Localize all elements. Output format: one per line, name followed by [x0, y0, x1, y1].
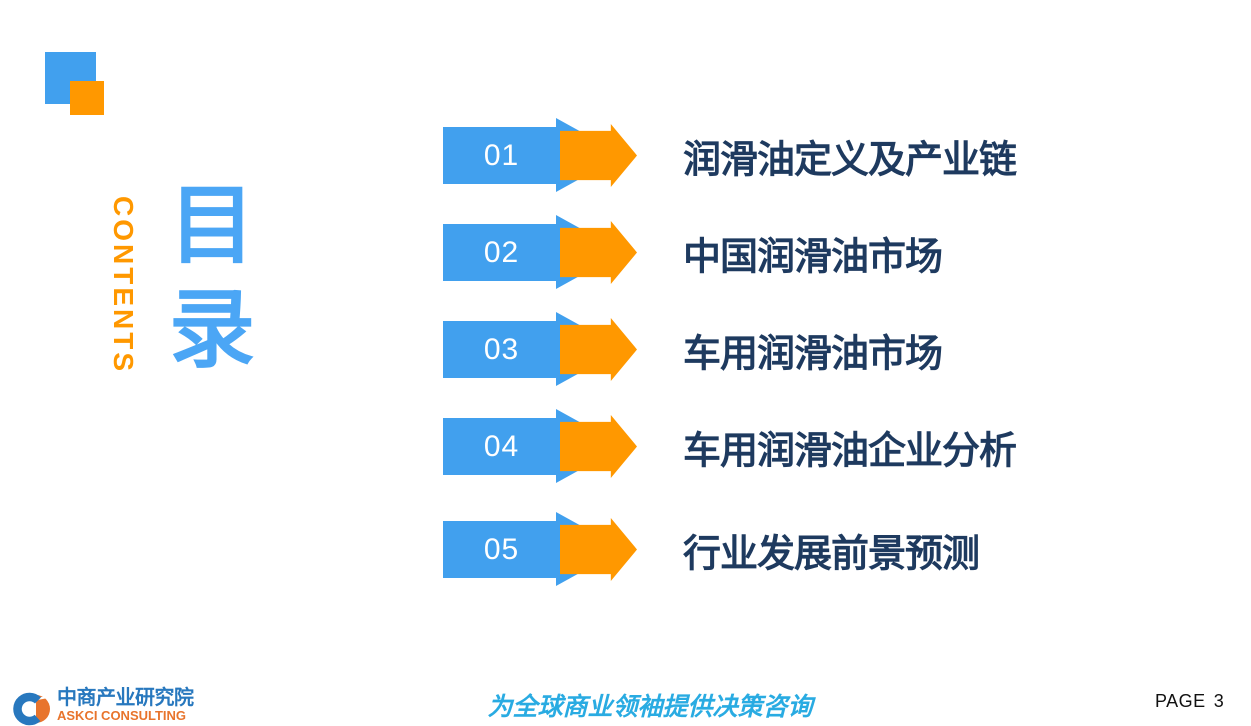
toc-item-number: 04 — [483, 429, 520, 463]
toc-item-4: 04 车用润滑油企业分析 — [443, 409, 1103, 483]
toc-item-number-box: 04 — [443, 418, 560, 475]
arrow-right-icon — [560, 318, 637, 381]
logo-name-cn: 中商产业研究院 — [57, 687, 194, 709]
footer-slogan: 为全球商业领袖提供决策咨询 — [487, 692, 813, 721]
toc-title-char-1: 目 — [169, 178, 255, 274]
toc-item-title: 中国润滑油市场 — [683, 236, 943, 278]
toc-title-char-2: 录 — [169, 282, 255, 378]
logo-mark-icon — [13, 692, 50, 726]
toc-item-number: 05 — [483, 532, 520, 566]
toc-item-title: 润滑油定义及产业链 — [683, 139, 1017, 181]
logo-name-en: ASKCI CONSULTING — [57, 708, 187, 723]
page-indicator: PAGE 3 — [1155, 691, 1224, 712]
toc-item-title: 车用润滑油企业分析 — [683, 430, 1017, 472]
arrow-right-icon — [560, 415, 637, 478]
toc-item-number-box: 01 — [443, 127, 560, 184]
page-label: PAGE — [1155, 691, 1206, 711]
logo-text: 中商产业研究院 ASKCI CONSULTING — [57, 688, 194, 723]
toc-item-number: 02 — [483, 235, 520, 269]
decor-square-orange-icon — [70, 81, 104, 115]
toc-item-2: 02 中国润滑油市场 — [443, 215, 1103, 289]
toc-item-3: 03 车用润滑油市场 — [443, 312, 1103, 386]
toc-item-5: 05 行业发展前景预测 — [443, 512, 1103, 586]
toc-item-number: 03 — [483, 332, 520, 366]
toc-item-1: 01 润滑油定义及产业链 — [443, 118, 1103, 192]
toc-item-number: 01 — [483, 138, 520, 172]
toc-item-number-box: 05 — [443, 521, 560, 578]
toc-title-cn: 目 录 — [164, 174, 260, 382]
page-number: 3 — [1213, 691, 1225, 711]
arrow-right-icon — [560, 221, 637, 284]
toc-item-title: 行业发展前景预测 — [683, 533, 980, 575]
toc-item-title: 车用润滑油市场 — [683, 333, 943, 375]
contents-vertical-label: CONTENTS — [108, 196, 139, 374]
arrow-right-icon — [560, 518, 637, 581]
company-logo: 中商产业研究院 ASKCI CONSULTING — [13, 688, 194, 726]
toc-item-number-box: 03 — [443, 321, 560, 378]
arrow-right-icon — [560, 124, 637, 187]
toc-item-number-box: 02 — [443, 224, 560, 281]
